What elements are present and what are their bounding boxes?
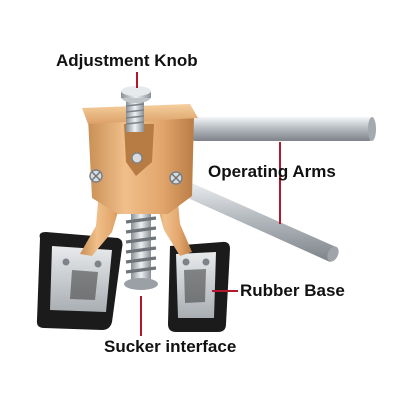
label-sucker-interface: Sucker interface bbox=[104, 337, 237, 356]
screw-icon bbox=[131, 152, 143, 164]
knob-threads bbox=[125, 103, 145, 125]
label-adjustment-knob: Adjustment Knob bbox=[56, 51, 198, 70]
spring-coils bbox=[125, 216, 157, 274]
operating-arms bbox=[170, 117, 376, 262]
knob-threaded-stem bbox=[126, 98, 144, 132]
adjustment-knob bbox=[121, 86, 151, 132]
sucker-interface bbox=[124, 210, 158, 290]
base-screw bbox=[202, 258, 210, 266]
base-screw bbox=[94, 260, 102, 268]
lifter-body bbox=[80, 104, 198, 256]
leader-lines bbox=[136, 72, 281, 336]
base-screw bbox=[62, 258, 70, 266]
screw-slot bbox=[171, 173, 181, 183]
upper-operating-arm bbox=[192, 117, 372, 141]
upper-arm-end bbox=[368, 117, 376, 141]
label-operating-arms: Operating Arms bbox=[208, 162, 336, 181]
screw-slot bbox=[91, 171, 101, 181]
right-plate-slot bbox=[184, 269, 206, 303]
label-rubber-base: Rubber Base bbox=[240, 281, 345, 300]
rubber-base bbox=[36, 232, 230, 332]
left-plate-slot bbox=[70, 270, 98, 300]
knob-head-top bbox=[121, 86, 151, 96]
lower-operating-arm bbox=[170, 176, 336, 262]
base-screw bbox=[182, 258, 190, 266]
body-center-slot bbox=[124, 124, 154, 176]
sucker-cap bbox=[124, 278, 158, 290]
lower-arm-end bbox=[327, 246, 339, 262]
